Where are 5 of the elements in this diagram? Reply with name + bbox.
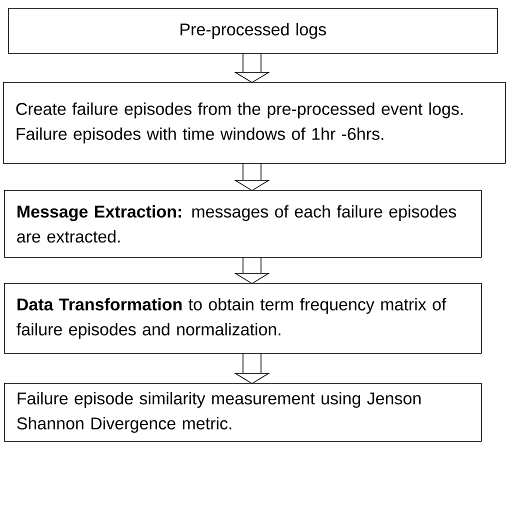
process-box: Failure episode similarity measurement using Jenson Shannon Divergence metric. [4,383,482,442]
process-box: Message Extraction: messages of each failure episodes are extracted. [4,190,482,258]
process-box: Create failure episodes from the pre-processed event logs. Failure episodes with time windows of 1hr -6hrs. [3,82,506,164]
process-box: Data Transformation to obtain term frequency matrix of failure episodes and normalization. [4,283,482,354]
process-box: Pre-processed logs [8,8,498,54]
